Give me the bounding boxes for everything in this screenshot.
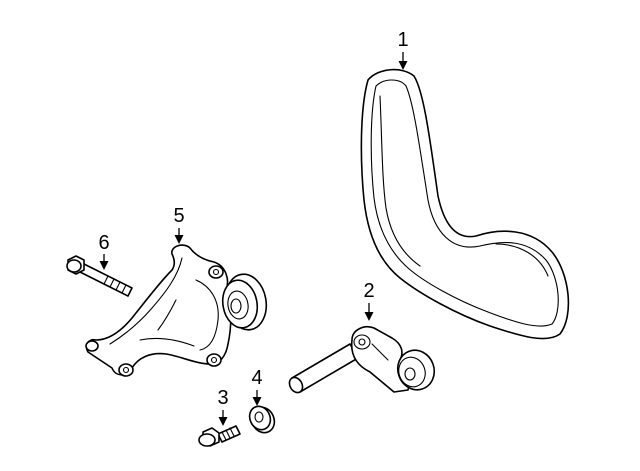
arrowhead-5 [174,235,184,244]
arrowhead-1 [398,61,408,70]
callout-label-5: 5 [173,205,184,227]
callout-label-2: 2 [363,280,374,302]
callout-label-4: 4 [251,367,262,389]
callout-6: 6 [98,232,110,270]
arrowhead-3 [218,417,228,426]
arrowhead-2 [364,312,374,321]
serpentine-belt[interactable] [360,68,570,340]
idler-bracket[interactable] [85,244,271,377]
belt-tensioner[interactable] [287,325,440,395]
callout-label-3: 3 [217,387,228,409]
arrowhead-4 [252,397,262,406]
spacer-washer[interactable] [246,403,279,437]
callout-4: 4 [251,367,263,406]
long-bolt[interactable] [66,255,133,297]
callout-label-6: 6 [98,232,109,254]
callout-3: 3 [217,387,229,426]
callout-label-1: 1 [397,29,408,51]
flange-bolt[interactable] [198,425,241,447]
arrowhead-6 [99,261,109,270]
callout-5: 5 [173,205,185,244]
callout-1: 1 [397,29,409,70]
callout-2: 2 [363,280,375,321]
